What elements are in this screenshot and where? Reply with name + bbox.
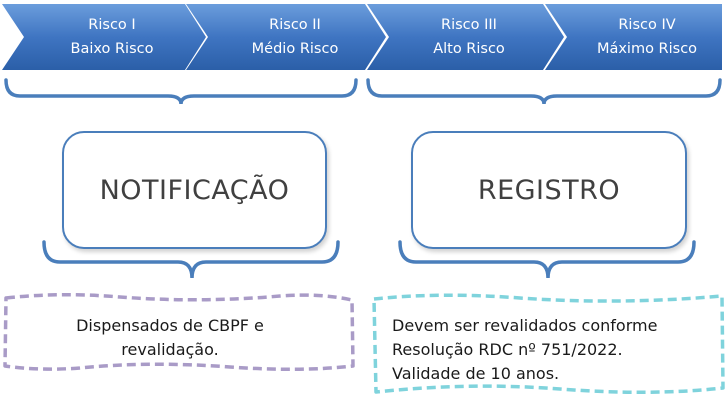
note-left-frame	[3, 292, 355, 372]
chevron-risco-4	[545, 4, 722, 70]
risk-level: Risco III	[441, 17, 497, 33]
chevron-label-4: Risco IV Máximo Risco	[562, 13, 726, 61]
risk-description: Baixo Risco	[70, 41, 154, 57]
note-line: Validade de 10 anos.	[392, 364, 560, 383]
registro-box: REGISTRO	[411, 131, 687, 249]
note-left: Dispensados de CBPF e revalidação.	[40, 314, 300, 362]
chevron-label-3: Risco III Alto Risco	[384, 13, 554, 61]
risk-description: Máximo Risco	[596, 41, 698, 57]
risk-description: Médio Risco	[251, 41, 339, 57]
brace-right-top	[366, 78, 722, 105]
note-line: revalidação.	[121, 340, 219, 359]
note-line: Resolução RDC nº 751/2022.	[392, 340, 623, 359]
notificacao-box: NOTIFICAÇÃO	[62, 131, 327, 249]
chevron-risco-1	[2, 4, 206, 70]
chevron-risco-3	[367, 4, 564, 70]
risk-level: Risco IV	[618, 17, 676, 33]
brace-left-top	[4, 78, 358, 105]
note-right: Devem ser revalidados conforme Resolução…	[392, 314, 712, 386]
chevron-label-2: Risco II Médio Risco	[205, 13, 385, 61]
risk-description: Alto Risco	[433, 41, 505, 57]
note-right-frame	[372, 293, 725, 395]
brace-left-bottom	[42, 240, 340, 279]
risk-level: Risco II	[269, 17, 321, 33]
note-line: Devem ser revalidados conforme	[392, 316, 658, 335]
risk-level: Risco I	[88, 17, 136, 33]
brace-right-bottom	[398, 240, 696, 279]
chevron-label-1: Risco I Baixo Risco	[22, 13, 202, 61]
chevron-risco-2	[186, 4, 386, 70]
note-line: Dispensados de CBPF e	[76, 316, 264, 335]
